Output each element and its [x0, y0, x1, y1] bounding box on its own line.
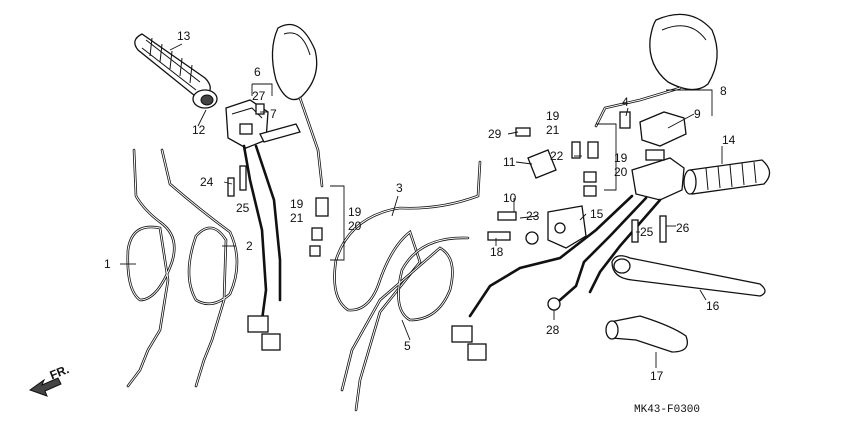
left-grip [134, 33, 218, 109]
callout-12: 12 [192, 123, 206, 137]
bracket-lines [251, 83, 713, 261]
right-grip [683, 159, 771, 195]
callout-29: 29 [488, 127, 502, 141]
drawing-code: MK43-F0300 [634, 404, 700, 416]
lever-cover [605, 315, 689, 353]
small-hardware [227, 103, 667, 311]
callout-16: 16 [706, 299, 720, 313]
callout-27: 27 [252, 89, 266, 103]
callout-15: 15 [590, 207, 604, 221]
callout-24: 24 [200, 175, 214, 189]
callout-25-right: 25 [640, 225, 654, 239]
callout-25-left: 25 [236, 201, 250, 215]
direction-label: FR. [48, 362, 71, 382]
callout-labels: 1 2 3 4 5 6 7 8 9 10 11 12 13 14 15 16 1… [48, 29, 736, 416]
callout-20-right: 20 [614, 165, 628, 179]
callout-5: 5 [404, 339, 411, 353]
callout-10: 10 [503, 191, 517, 205]
callout-26: 26 [676, 221, 690, 235]
lever-holder [527, 149, 587, 249]
callout-22: 22 [550, 149, 564, 163]
callout-18: 18 [490, 245, 504, 259]
callout-3: 3 [396, 181, 403, 195]
right-mirror [594, 13, 718, 128]
callout-19-left: 19 [290, 197, 304, 211]
callout-14: 14 [722, 133, 736, 147]
connectors [247, 315, 487, 361]
brake-lever [611, 255, 766, 297]
leader-lines [120, 43, 723, 368]
right-switch-housing [631, 111, 687, 201]
callout-19-right: 19 [614, 151, 628, 165]
callout-7: 7 [270, 107, 277, 121]
callout-20-bracket: 20 [348, 219, 362, 233]
callout-1: 1 [104, 257, 111, 271]
callout-6: 6 [254, 65, 261, 79]
callout-19-bracket: 19 [348, 205, 362, 219]
callout-9: 9 [694, 107, 701, 121]
left-mirror [271, 23, 324, 188]
front-direction-arrow [28, 377, 62, 397]
callout-11: 11 [503, 155, 516, 169]
callout-21-top: 21 [546, 123, 560, 137]
cables [126, 144, 662, 412]
callout-19-top: 19 [546, 109, 560, 123]
callout-2: 2 [246, 239, 253, 253]
callout-23: 23 [526, 209, 540, 223]
callout-28: 28 [546, 323, 560, 337]
callout-17: 17 [650, 369, 664, 383]
callout-4: 4 [622, 95, 629, 109]
callout-13: 13 [177, 29, 191, 43]
callout-8: 8 [720, 84, 727, 98]
callout-21-left: 21 [290, 211, 304, 225]
